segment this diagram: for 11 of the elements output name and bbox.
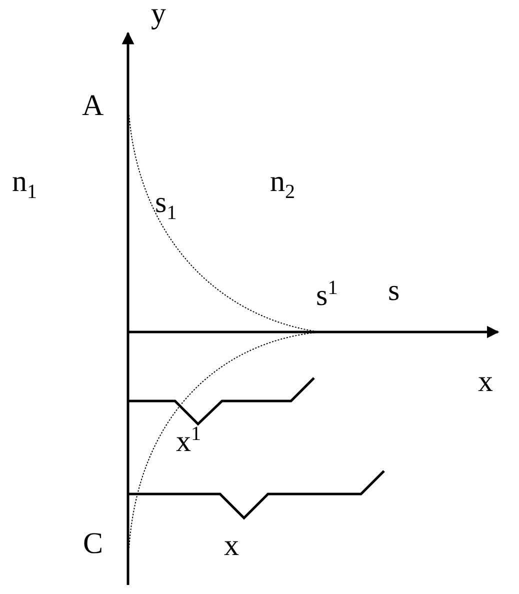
curve-label: s$_{1}$ (155, 187, 177, 226)
curve-label: x (224, 530, 239, 562)
point-label: A (82, 90, 104, 122)
region-label: n$_{2}$ (270, 166, 295, 205)
point-label: x$^{1}$ (176, 422, 201, 458)
axis-label: y (151, 0, 166, 30)
curve-label: s (388, 275, 400, 307)
point-label: C (83, 528, 104, 560)
axis-label: x (478, 366, 493, 398)
region-label: n$_{1}$ (12, 166, 37, 205)
point-label: s$^{1}$ (316, 276, 338, 312)
